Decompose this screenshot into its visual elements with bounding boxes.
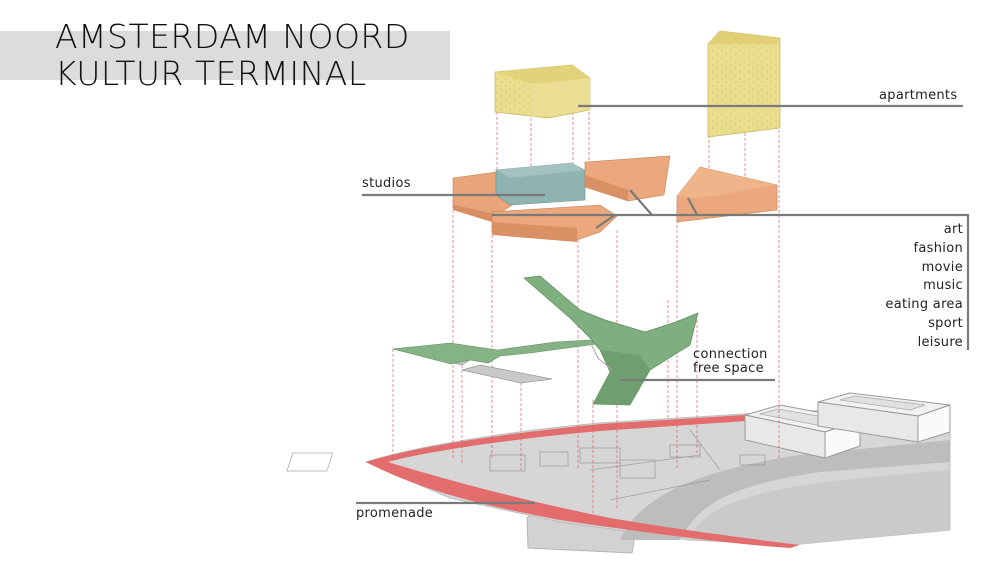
existing-buildings [744, 392, 951, 459]
title-line-2: KULTUR TERMINAL [55, 54, 367, 93]
label-free-space-line2: free space [693, 361, 764, 376]
label-promenade: promenade [356, 506, 434, 521]
title-band [0, 31, 450, 80]
program-item: music [923, 278, 963, 294]
program-list: art fashion movie music eating area spor… [885, 221, 963, 353]
apartments-volumes [494, 30, 781, 138]
program-item: fashion [913, 240, 963, 256]
program-item: eating area [885, 297, 963, 313]
title-line-1: AMSTERDAM NOORD [55, 17, 410, 56]
page-title: AMSTERDAM NOORD KULTUR TERMINAL [55, 18, 410, 92]
label-apartments: apartments [879, 88, 958, 103]
program-item: movie [921, 259, 963, 275]
label-connection: connection free space [693, 348, 768, 376]
leader-lines [356, 104, 970, 505]
connection-free-space [392, 275, 699, 406]
label-connection-line1: connection [693, 347, 768, 362]
studios-volumes [452, 155, 778, 242]
program-item: leisure [917, 334, 963, 350]
program-item: sport [928, 315, 963, 331]
program-item: art [943, 222, 963, 237]
site-plane [286, 392, 951, 554]
label-studios: studios [362, 176, 411, 191]
